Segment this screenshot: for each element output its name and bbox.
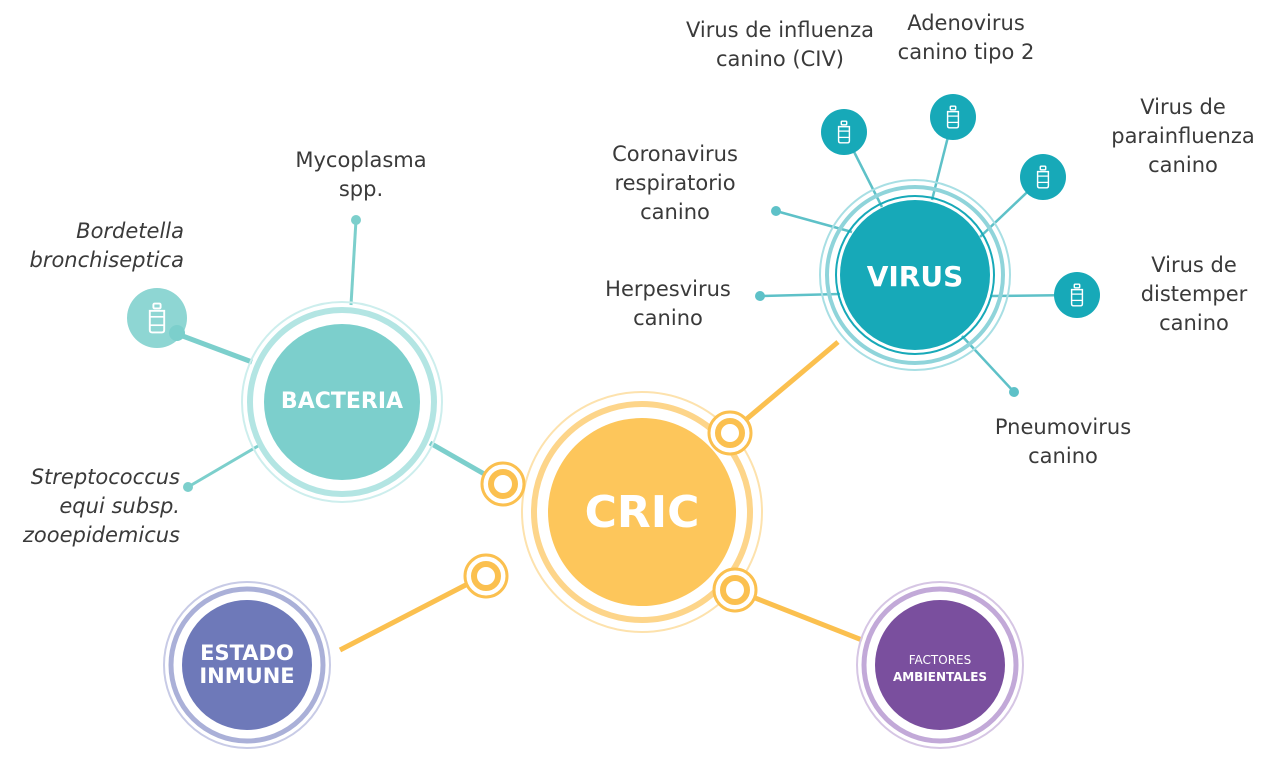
label-streptococcus-line3: zooepidemicus (22, 523, 180, 547)
label-coronavirus-line3: canino (640, 200, 710, 224)
label-streptococcus-line2: equi subsp. (59, 494, 180, 518)
parainfluenza-vaccine (1020, 154, 1066, 200)
bacteria-dot-mycoplasma (351, 215, 361, 225)
junction-virus (707, 410, 753, 456)
label-influenza-line2: canino (CIV) (716, 47, 844, 71)
label-parainfluenza: Virus de parainfluenza canino (1098, 93, 1268, 180)
label-adenovirus: Adenovirus canino tipo 2 (876, 9, 1056, 67)
virus-dot-pneumovirus (1009, 387, 1019, 397)
immune-label-line2: INMUNE (199, 664, 295, 688)
bacteria-label: BACTERIA (280, 389, 404, 414)
label-influenza-line1: Virus de influenza (685, 18, 875, 42)
environment-label-line1: FACTORES (908, 653, 972, 667)
label-distemper-line1: Virus de (1151, 253, 1237, 277)
label-pneumovirus-line1: Pneumovirus (994, 415, 1132, 439)
connector-cric-environment (734, 587, 863, 643)
influenza-vaccine (821, 109, 867, 155)
distemper-vaccine (1054, 272, 1100, 318)
connector-cric-virus (728, 340, 840, 435)
bacteria-agent-lines (179, 215, 361, 492)
label-herpesvirus-line2: canino (633, 306, 703, 330)
label-distemper-line3: canino (1159, 311, 1229, 335)
environment-node (856, 581, 1024, 749)
label-coronavirus-line2: respiratorio (614, 171, 736, 195)
junction-rings (463, 410, 758, 613)
bacteria-line-bordetella (179, 332, 253, 365)
label-adenovirus-line2: canino tipo 2 (897, 40, 1035, 64)
virus-node (819, 179, 1011, 371)
label-distemper: Virus de distemper canino (1116, 251, 1272, 338)
environment-label: FACTORES AMBIENTALES (875, 652, 1005, 686)
connector-cric-immune (338, 572, 487, 653)
label-mycoplasma-line1: Mycoplasma (295, 148, 427, 172)
label-pneumovirus: Pneumovirus canino (978, 413, 1148, 471)
bacteria-node (241, 301, 443, 503)
cric-label: CRIC (584, 487, 700, 538)
label-herpesvirus: Herpesvirus canino (588, 275, 748, 333)
immune-node (163, 581, 331, 749)
label-adenovirus-line1: Adenovirus (907, 11, 1025, 35)
label-bordetella-line2: bronchiseptica (29, 248, 185, 272)
label-streptococcus: Streptococcus equi subsp. zooepidemicus (4, 463, 180, 550)
junction-bacteria (480, 461, 526, 507)
virus-dot-herpesvirus (755, 291, 765, 301)
cric-node (521, 391, 763, 633)
junction-immune (463, 553, 509, 599)
label-streptococcus-line1: Streptococcus (30, 465, 180, 489)
junction-environment (712, 567, 758, 613)
label-parainfluenza-line3: canino (1148, 153, 1218, 177)
label-parainfluenza-line2: parainfluenza (1111, 124, 1255, 148)
bacteria-dot-streptococcus (183, 482, 193, 492)
label-mycoplasma: Mycoplasma spp. (286, 146, 436, 204)
label-pneumovirus-line2: canino (1028, 444, 1098, 468)
label-influenza: Virus de influenza canino (CIV) (672, 16, 888, 74)
label-mycoplasma-line2: spp. (338, 177, 384, 201)
label-bordetella-line1: Bordetella (76, 219, 184, 243)
label-herpesvirus-line1: Herpesvirus (605, 277, 731, 301)
virus-line-herpesvirus (759, 292, 841, 298)
label-distemper-line2: distemper (1140, 282, 1248, 306)
label-parainfluenza-line1: Virus de (1140, 95, 1226, 119)
label-bordetella: Bordetella bronchiseptica (20, 217, 185, 275)
label-coronavirus: Coronavirus respiratorio canino (590, 140, 760, 227)
bacteria-line-mycoplasma (349, 219, 358, 306)
bacteria-line-streptococcus (187, 444, 259, 489)
immune-label: ESTADO INMUNE (182, 642, 312, 688)
bordetella-vaccine (127, 288, 187, 348)
environment-label-line2: AMBIENTALES (892, 670, 988, 684)
cric-connectors (338, 340, 863, 653)
virus-dot-coronavirus (771, 206, 781, 216)
label-coronavirus-line1: Coronavirus (612, 142, 738, 166)
immune-label-line1: ESTADO (200, 641, 294, 665)
adenovirus-vaccine (930, 94, 976, 140)
virus-vaccine-icons (821, 94, 1100, 318)
virus-label: VIRUS (866, 260, 964, 293)
